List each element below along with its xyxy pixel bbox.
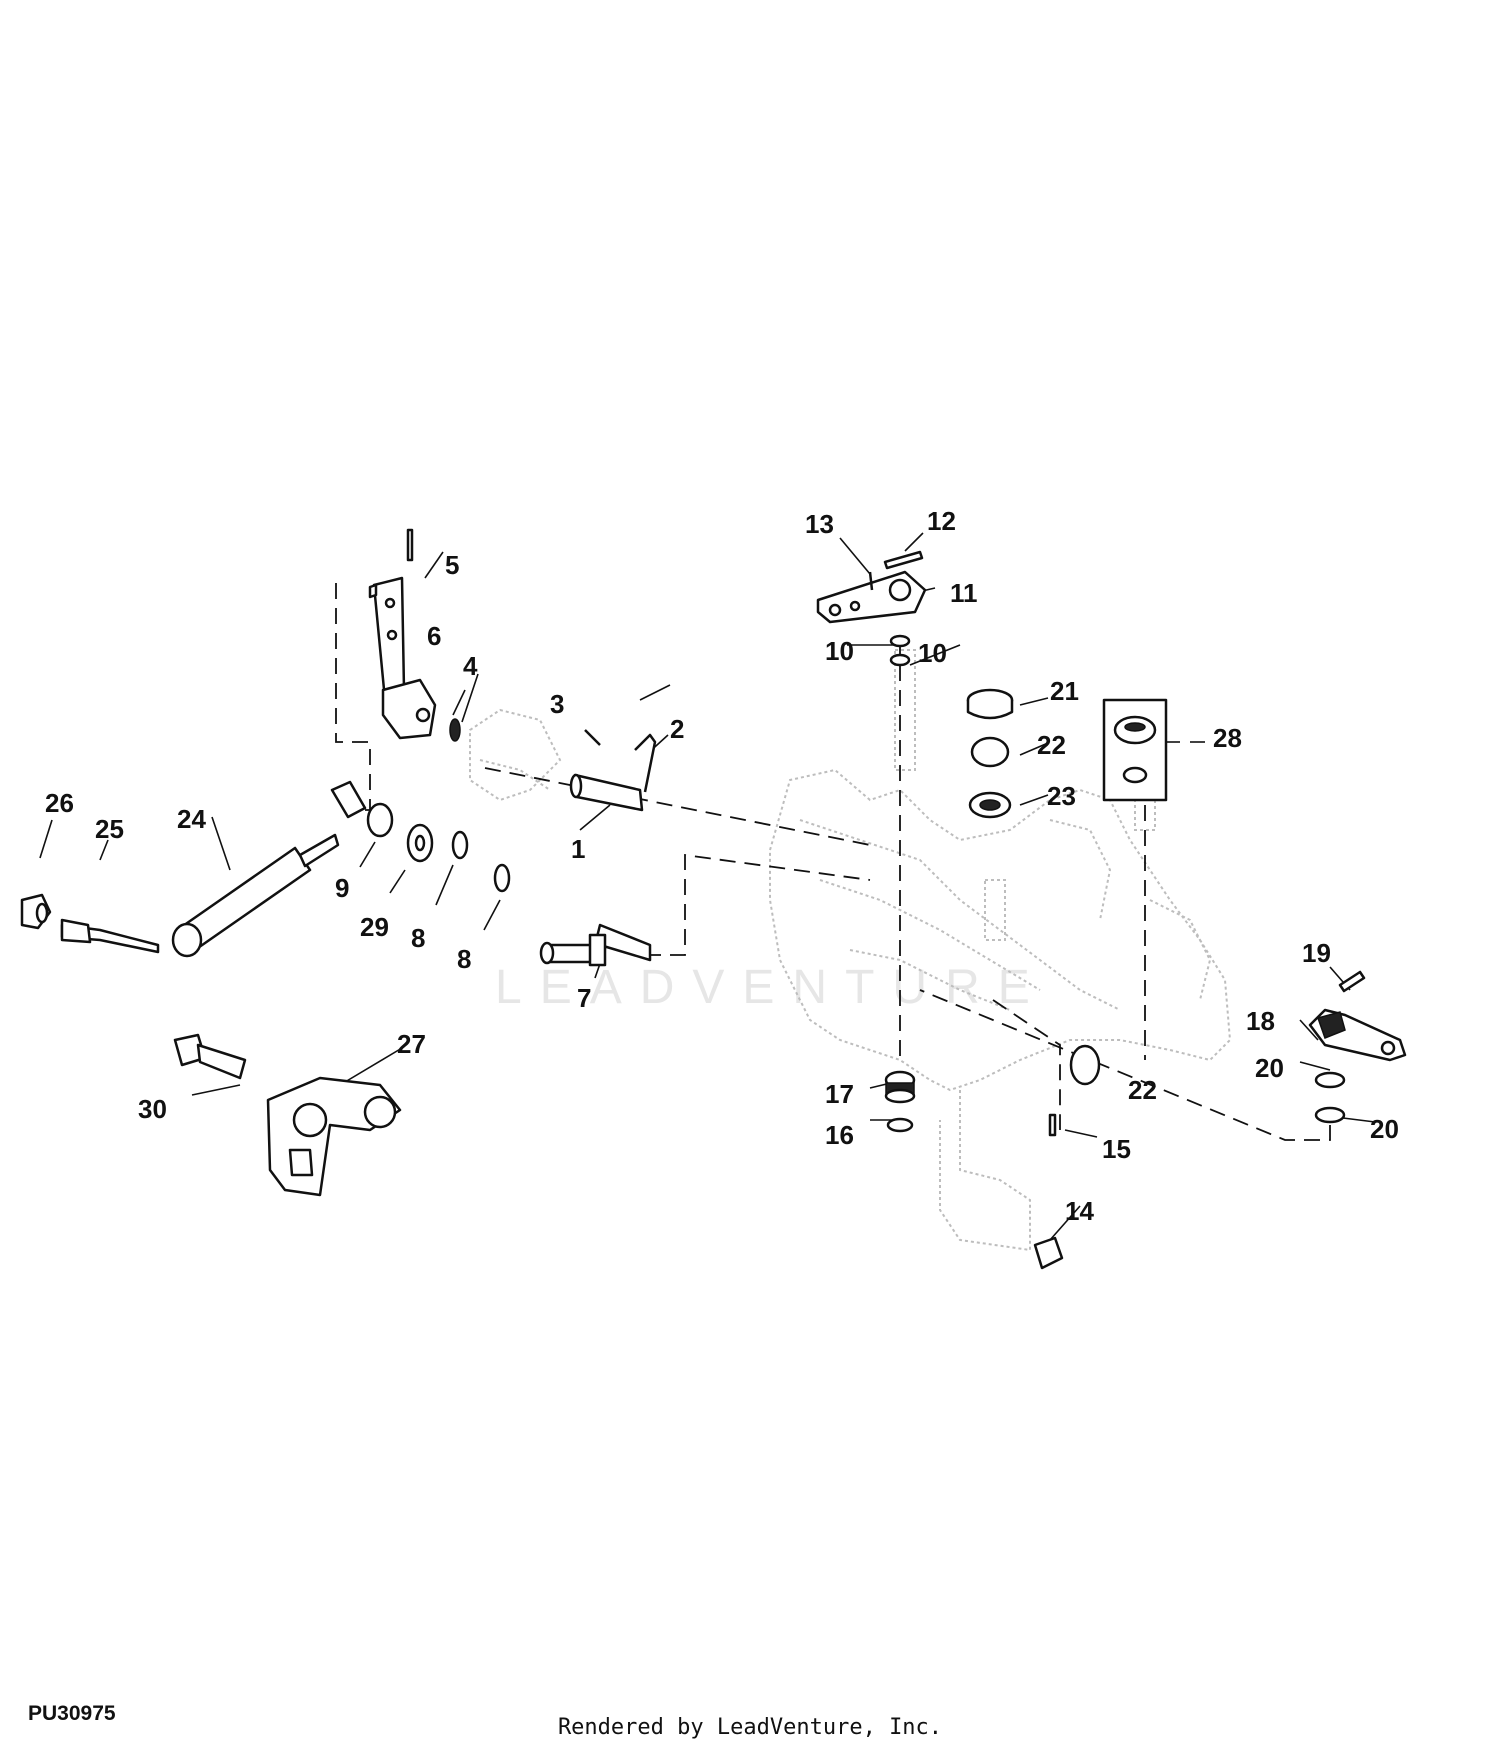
part-washer-10b [889,653,911,667]
callout-12: 12 [927,506,956,536]
part-pin-19 [1338,970,1366,993]
part-bolt-30 [173,1033,247,1080]
watermark: LEADVENTURE [495,961,1048,1014]
part-washer-16 [886,1117,914,1133]
part-washer-20a [1314,1071,1346,1089]
callout-9: 9 [335,873,349,903]
part-block-14 [1033,1236,1064,1270]
part-bracket-27 [266,1076,402,1197]
part-seal-22a [970,736,1010,768]
callout-5: 5 [445,550,459,580]
part-bracket-6 [368,576,437,740]
callout-28: 28 [1213,723,1242,753]
callout-1: 1 [571,834,585,864]
part-spring-pin-13 [868,571,874,591]
part-arm-18 [1308,1008,1407,1062]
callout-24: 24 [177,804,206,834]
callout-29: 29 [360,912,389,942]
callout-11: 11 [950,578,978,608]
callout-13: 13 [805,509,834,539]
assembly-lines [335,583,1331,1141]
callout-21: 21 [1050,676,1079,706]
callout-8b: 8 [457,944,471,974]
part-washer-20b [1314,1106,1346,1124]
part-washer-8a [451,830,469,860]
callout-22a: 22 [1037,730,1066,760]
part-arm-11 [816,570,927,624]
part-spring-pin-2 [634,733,657,793]
part-washer-10a [889,634,911,648]
part-shaft-7 [539,923,652,967]
part-pin-5 [406,528,414,562]
transaxle-housing-ghost [469,649,1232,1252]
callout-4: 4 [463,651,478,681]
callout-27: 27 [397,1029,426,1059]
callout-30: 30 [138,1094,167,1124]
callout-26: 26 [45,788,74,818]
part-shaft-1 [569,773,644,812]
part-cap-21 [966,688,1014,720]
callout-15: 15 [1102,1134,1131,1164]
part-damper-24 [171,780,367,958]
callout-18: 18 [1246,1006,1275,1036]
callout-8a: 8 [411,923,425,953]
callout-25: 25 [95,814,124,844]
part-bearing-17 [884,1070,916,1104]
part-seal-22b [1069,1044,1101,1086]
part-nut-26 [20,893,52,930]
part-pin-12 [883,550,924,570]
callout-23: 23 [1047,781,1076,811]
callout-3: 3 [550,689,564,719]
callout-20b: 20 [1370,1114,1399,1144]
part-washer-4 [449,718,461,742]
footer-credit: Rendered by LeadVenture, Inc. [557,1715,943,1740]
figure-id: PU30975 [28,1702,116,1725]
callout-20a: 20 [1255,1053,1284,1083]
part-pin-15 [1048,1113,1057,1137]
callout-17: 17 [825,1079,854,1109]
callout-6: 6 [427,621,441,651]
part-filter-28 [1102,698,1168,802]
callout-7: 7 [577,983,591,1013]
part-bolt-25 [60,918,160,954]
part-seal-23 [968,791,1012,819]
part-nut-9 [366,802,394,838]
callout-19: 19 [1302,938,1331,968]
part-washer-29 [406,823,434,863]
callout-22b: 22 [1128,1075,1157,1105]
callout-10b: 10 [918,638,947,668]
callout-16: 16 [825,1120,854,1150]
callout-10a: 10 [825,636,854,666]
callout-14: 14 [1065,1196,1094,1226]
callout-labels: 1 2 3 4 5 6 7 8 8 9 29 10 10 11 12 13 14… [45,506,1399,1226]
part-pin-3 [584,729,601,746]
part-washer-8b [493,863,511,893]
callout-2: 2 [670,714,684,744]
